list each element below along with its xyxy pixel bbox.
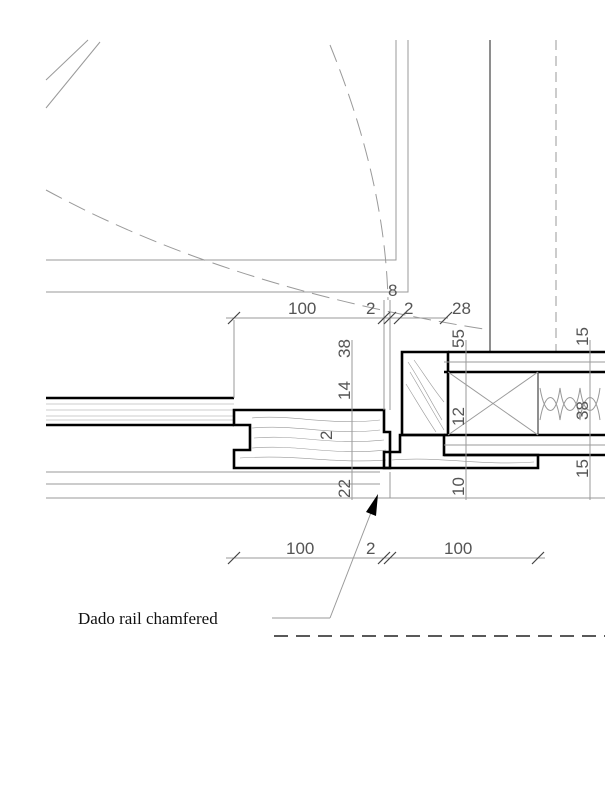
dim-bottom-2: 2	[366, 539, 375, 558]
top-dimension-line	[226, 311, 453, 325]
wall-hatch-line	[45, 41, 101, 109]
dim-v-22: 22	[335, 479, 354, 498]
dim-v-38-right: 38	[573, 401, 592, 420]
dim-v-15-top: 15	[573, 327, 592, 346]
dim-top-28: 28	[452, 299, 471, 318]
frame-jamb	[400, 350, 450, 437]
dim-top-2b: 2	[404, 299, 413, 318]
dim-top-2a: 2	[366, 299, 375, 318]
dim-v-38-left: 38	[335, 339, 354, 358]
dim-top-100: 100	[288, 299, 316, 318]
frame-outline-outer	[46, 40, 409, 293]
annotation-label: Dado rail chamfered	[78, 609, 218, 628]
dim-bottom-100-right: 100	[444, 539, 472, 558]
leader-arrow-icon	[366, 494, 378, 516]
dado-rail-right	[382, 433, 540, 470]
dim-v-10: 10	[449, 477, 468, 496]
frame-outline-inner	[46, 40, 397, 261]
dado-rail-left	[232, 408, 392, 470]
dim-v-12: 12	[449, 407, 468, 426]
wall-hatch-line	[45, 39, 89, 81]
dim-v-55: 55	[449, 329, 468, 348]
dim-bottom-100-left: 100	[286, 539, 314, 558]
dim-v-15-bottom: 15	[573, 459, 592, 478]
left-panel	[46, 396, 234, 427]
door-swing-arc-vertical	[329, 44, 389, 301]
annotation-leader	[272, 494, 378, 619]
dim-v-2: 2	[317, 431, 336, 440]
dim-v-14: 14	[335, 381, 354, 400]
bottom-dimension-line	[226, 551, 545, 565]
dim-top-8: 8	[388, 281, 397, 300]
wall-buildup	[444, 350, 605, 457]
